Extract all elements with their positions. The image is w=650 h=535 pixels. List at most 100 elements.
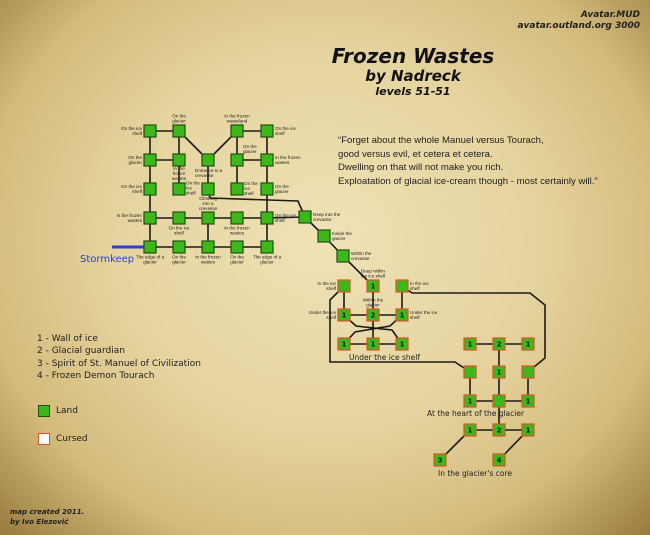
map-room[interactable]: 1 [521, 394, 535, 408]
land-room-square[interactable] [260, 211, 274, 225]
cursed-room-square[interactable] [463, 365, 477, 379]
cursed-room-square[interactable] [521, 394, 535, 408]
land-room-square[interactable] [201, 153, 215, 167]
cursed-room-square[interactable] [492, 337, 506, 351]
map-room[interactable]: 1 [521, 337, 535, 351]
cursed-room-square[interactable] [463, 423, 477, 437]
map-room[interactable]: 2 [492, 423, 506, 437]
cursed-room-square[interactable] [395, 337, 409, 351]
land-room-square[interactable] [143, 211, 157, 225]
cursed-room-square[interactable] [463, 337, 477, 351]
map-room[interactable]: 1 [521, 423, 535, 437]
land-room-square[interactable] [143, 182, 157, 196]
cursed-room-square[interactable] [366, 308, 380, 322]
cursed-room-square[interactable] [337, 337, 351, 351]
cursed-room-square[interactable] [492, 365, 506, 379]
land-room-square[interactable] [201, 240, 215, 254]
cursed-room-square[interactable] [433, 453, 447, 467]
land-room-square[interactable] [230, 182, 244, 196]
map-room[interactable]: 1 [463, 337, 477, 351]
map-room[interactable]: 1 [395, 337, 409, 351]
land-room-square[interactable] [260, 240, 274, 254]
land-room-square[interactable] [317, 229, 331, 243]
cursed-room-square[interactable] [463, 394, 477, 408]
land-room-square[interactable] [230, 153, 244, 167]
cursed-room-square[interactable] [521, 423, 535, 437]
land-room-square[interactable] [143, 153, 157, 167]
land-room-square[interactable] [260, 153, 274, 167]
map-room[interactable]: 1 [366, 337, 380, 351]
land-room-square[interactable] [201, 211, 215, 225]
map-room[interactable] [492, 394, 506, 408]
land-room-square[interactable] [172, 240, 186, 254]
cursed-room-square[interactable] [337, 279, 351, 293]
map-room[interactable]: 3 [433, 453, 447, 467]
map-room[interactable]: 1 [463, 394, 477, 408]
land-room-square[interactable] [172, 182, 186, 196]
cursed-room-square[interactable] [395, 308, 409, 322]
land-room-square[interactable] [230, 240, 244, 254]
cursed-room-square[interactable] [395, 279, 409, 293]
cursed-room-square[interactable] [492, 394, 506, 408]
land-room-square[interactable] [260, 182, 274, 196]
land-room-square[interactable] [230, 211, 244, 225]
map-room[interactable] [463, 365, 477, 379]
cursed-room-square[interactable] [337, 308, 351, 322]
map-room[interactable]: 4 [492, 453, 506, 467]
land-room-square[interactable] [298, 210, 312, 224]
land-room-square[interactable] [143, 240, 157, 254]
cursed-room-square[interactable] [366, 279, 380, 293]
cursed-room-square[interactable] [366, 337, 380, 351]
land-room-square[interactable] [336, 249, 350, 263]
map-room[interactable] [201, 211, 215, 225]
map-room[interactable]: 2 [492, 337, 506, 351]
land-room-square[interactable] [201, 182, 215, 196]
land-room-square[interactable] [260, 124, 274, 138]
land-room-square[interactable] [230, 124, 244, 138]
cursed-room-square[interactable] [521, 365, 535, 379]
cursed-room-square[interactable] [521, 337, 535, 351]
cursed-room-square[interactable] [492, 423, 506, 437]
stormkeep-exit-label[interactable]: Stormkeep [80, 254, 134, 265]
map-room[interactable]: 1 [492, 365, 506, 379]
map-room[interactable]: 1 [463, 423, 477, 437]
land-room-square[interactable] [172, 153, 186, 167]
land-room-square[interactable] [143, 124, 157, 138]
map-room[interactable] [521, 365, 535, 379]
cursed-room-square[interactable] [492, 453, 506, 467]
land-room-square[interactable] [172, 124, 186, 138]
map-room[interactable]: 1 [337, 337, 351, 351]
land-room-square[interactable] [172, 211, 186, 225]
